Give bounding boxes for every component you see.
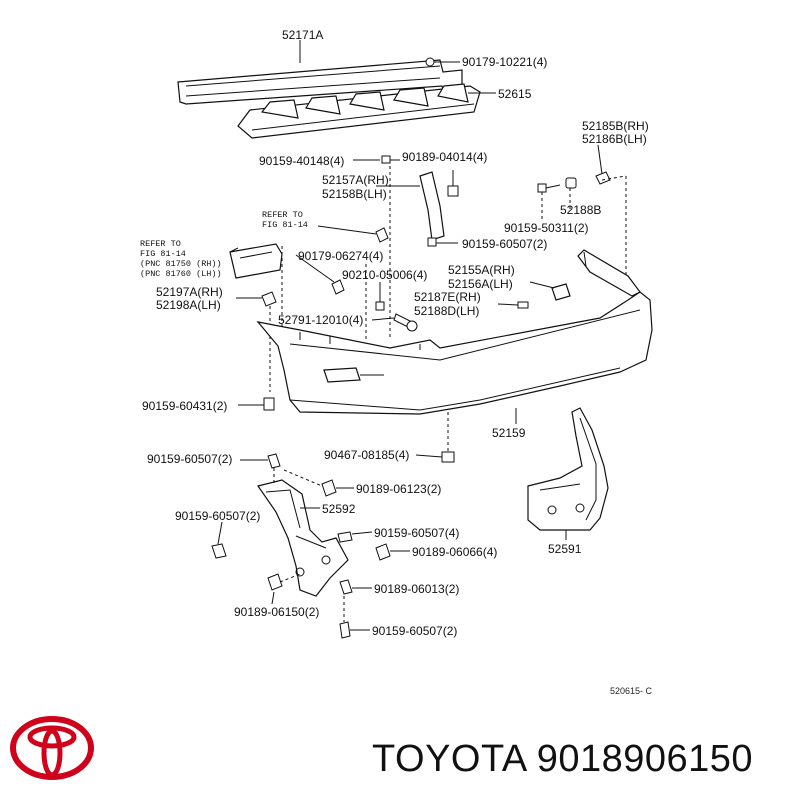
label-90189-06123: 90189-06123(2) (356, 482, 441, 496)
bracket-52157A (353, 155, 459, 340)
label-refer-2b: FIG 81-14 (140, 249, 186, 259)
clip-52197A (236, 291, 277, 392)
label-52591: 52591 (548, 542, 582, 556)
bolt-52791 (371, 313, 418, 332)
label-52592: 52592 (322, 502, 356, 516)
clip-90179-06274 (295, 225, 389, 295)
label-90159-60431: 90159-60431(2) (142, 399, 227, 413)
label-52186B: 52186B(LH) (582, 132, 647, 146)
label-refer-2c: (PNC 81750 (RH)) (140, 259, 222, 269)
label-90159-60507-b: 90159-60507(2) (147, 452, 232, 466)
label-refer-1b: FIG 81-14 (262, 220, 308, 230)
label-90189-04014: 90189-04014(4) (402, 150, 487, 164)
label-refer-2d: (PNC 81760 (LH)) (140, 269, 222, 279)
bolt-90159-60507-b (240, 453, 281, 484)
label-52171A: 52171A (282, 28, 323, 42)
label-90159-60507-c: 90159-60507(2) (175, 509, 260, 523)
clip-90189-06123 (283, 469, 354, 497)
label-52187E: 52187E(RH) (414, 290, 481, 304)
part-labels: 52171A 90179-10221(4) 52615 52185B(RH) 5… (140, 28, 649, 638)
label-90189-06013: 90189-06013(2) (374, 582, 459, 596)
nut-90210 (375, 282, 385, 311)
bracket-52155A (497, 281, 571, 309)
label-52156A: 52156A(LH) (448, 277, 513, 291)
label-90189-06150: 90189-06150(2) (234, 605, 319, 619)
label-52615: 52615 (498, 87, 532, 101)
bracket-52591 (527, 407, 609, 531)
reinforcement-52171A (177, 59, 463, 105)
label-52188D: 52188D(LH) (414, 304, 479, 318)
clip-90467 (415, 451, 455, 463)
absorber-52615 (237, 83, 481, 139)
bolt-90159-60507-c (211, 521, 227, 559)
label-52188B: 52188B (560, 203, 601, 217)
label-90210-05006: 90210-05006(4) (342, 268, 427, 282)
clip-90189-06013 (339, 579, 372, 595)
label-90159-40148: 90159-40148(4) (259, 154, 344, 168)
bumper-cover-52159 (256, 249, 653, 415)
label-90179-06274: 90179-06274(4) (298, 249, 383, 263)
label-52197A: 52197A(RH) (156, 285, 223, 299)
bracket-52592 (257, 479, 349, 597)
label-52155A: 52155A(RH) (448, 263, 515, 277)
side-lamp (229, 243, 283, 279)
brand-name: TOYOTA (372, 738, 526, 780)
label-90159-50311: 90159-50311(2) (504, 221, 589, 235)
label-90189-06066: 90189-06066(4) (412, 545, 497, 559)
label-52791-12010: 52791-12010(4) (278, 313, 363, 327)
bolts-top-right (537, 171, 627, 275)
label-refer-2a: REFER TO (140, 239, 181, 249)
bolt-90159-60507-e (339, 596, 370, 639)
label-90159-60507-a: 90159-60507(2) (462, 237, 547, 251)
label-52158B: 52158B(LH) (322, 187, 387, 201)
label-52159: 52159 (492, 426, 526, 440)
label-90179-10221: 90179-10221(4) (462, 55, 547, 69)
parts-diagram: 52171A 90179-10221(4) 52615 52185B(RH) 5… (140, 28, 653, 639)
diagram-code: 520615- C (610, 686, 653, 696)
bolt-90159-60431 (238, 397, 275, 411)
label-52198A: 52198A(LH) (156, 298, 221, 312)
clip-90189-06150 (267, 573, 301, 605)
part-number: 9018906150 (536, 738, 754, 780)
clip-90189-06066 (375, 543, 410, 561)
label-refer-1a: REFER TO (262, 210, 303, 220)
label-52157A: 52157A(RH) (322, 173, 389, 187)
bolt-90159-60507-d (337, 531, 373, 543)
toyota-logo-icon (10, 715, 94, 786)
label-90467-08185: 90467-08185(4) (324, 448, 409, 462)
label-90159-60507-e: 90159-60507(2) (372, 624, 457, 638)
label-52185B: 52185B(RH) (582, 119, 649, 133)
brand-caption: TOYOTA 9018906150 (372, 738, 753, 781)
label-90159-60507-d: 90159-60507(4) (374, 526, 459, 540)
